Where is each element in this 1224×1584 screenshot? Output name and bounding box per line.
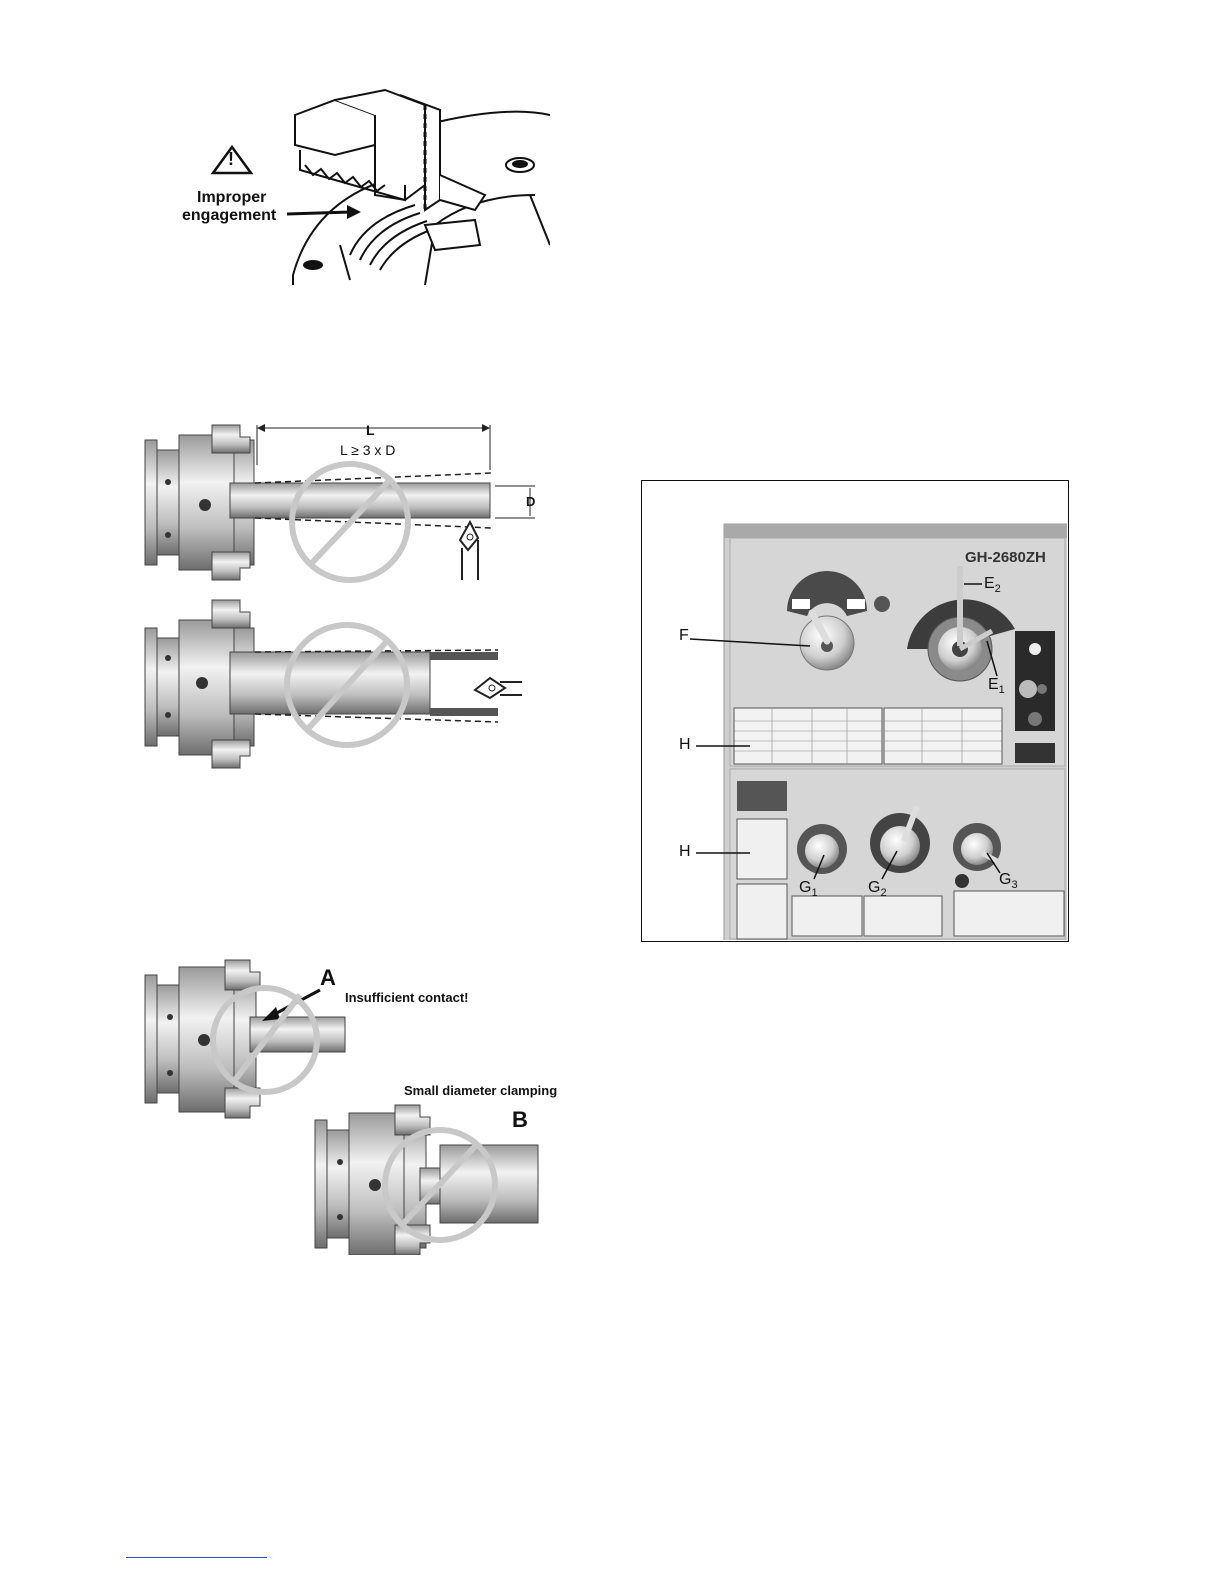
callout-e2: E2 bbox=[984, 575, 1001, 595]
length-rule-label: L ≥ 3 x D bbox=[340, 442, 395, 458]
callout-e1-main: E bbox=[988, 676, 999, 693]
callout-g2: G2 bbox=[868, 879, 887, 899]
callout-g3: G3 bbox=[999, 871, 1018, 891]
length-label: L bbox=[366, 422, 375, 438]
figure-clamping: A Insufficient contact! Small diameter c… bbox=[140, 955, 570, 1255]
label-b: B bbox=[512, 1107, 528, 1133]
callout-g1: G1 bbox=[799, 879, 818, 899]
jaw-engagement-drawing bbox=[175, 85, 550, 285]
callout-h-top: H bbox=[679, 736, 691, 754]
callout-e2-sub: 2 bbox=[995, 583, 1001, 595]
workpiece-length-drawing bbox=[140, 410, 540, 770]
callout-g1-main: G bbox=[799, 879, 811, 896]
figure-workpiece-length: L L ≥ 3 x D D bbox=[140, 410, 540, 770]
callout-g3-sub: 3 bbox=[1011, 879, 1017, 891]
callout-g2-main: G bbox=[868, 879, 880, 896]
callout-e2-main: E bbox=[984, 575, 995, 592]
panel-model-label: GH-2680ZH bbox=[965, 549, 1046, 566]
arrow-icon bbox=[347, 205, 361, 219]
label-a: A bbox=[320, 965, 336, 991]
callout-f: F bbox=[679, 627, 689, 645]
callout-g2-sub: 2 bbox=[880, 887, 886, 899]
footnote-link-rule bbox=[126, 1557, 267, 1558]
callout-g1-sub: 1 bbox=[811, 887, 817, 899]
callout-g3-main: G bbox=[999, 871, 1011, 888]
callout-h-bottom: H bbox=[679, 843, 691, 861]
insufficient-contact-caption: Insufficient contact! bbox=[345, 990, 469, 1005]
figure-jaw-engagement: ! Improper engagement bbox=[175, 85, 550, 285]
warning-exclamation: ! bbox=[228, 149, 234, 170]
callout-e1-sub: 1 bbox=[999, 684, 1005, 696]
figure-control-panel: GH-2680ZH E2 F E1 H H G1 G2 G3 bbox=[641, 480, 1069, 942]
diameter-label: D bbox=[526, 494, 535, 509]
small-diameter-caption: Small diameter clamping bbox=[404, 1083, 557, 1098]
callout-e1: E1 bbox=[988, 676, 1005, 696]
engagement-label: engagement bbox=[182, 207, 276, 225]
improper-label: Improper bbox=[197, 189, 266, 207]
